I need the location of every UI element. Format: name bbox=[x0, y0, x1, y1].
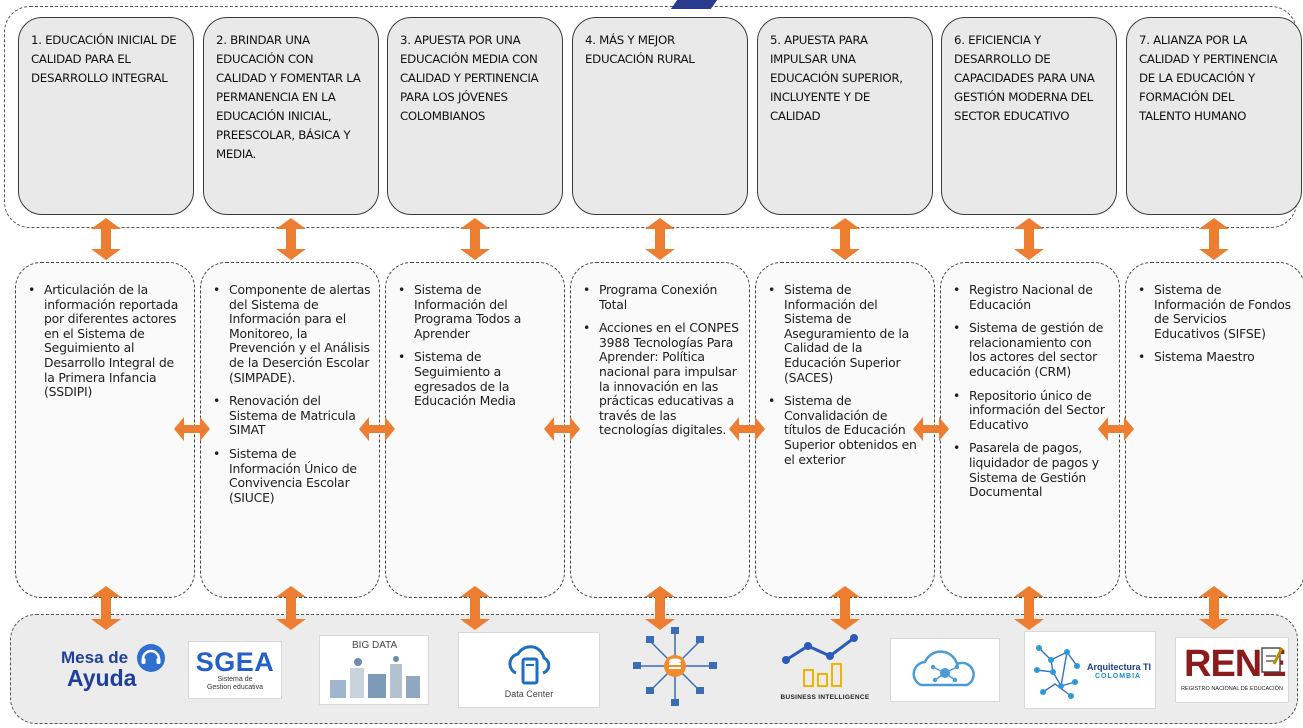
systems-box-3: Sistema de Información del Programa Todo… bbox=[385, 262, 565, 598]
corner-decoration bbox=[670, 0, 718, 9]
vertical-arrow-top-7 bbox=[1199, 218, 1229, 260]
system-item: Sistema Maestro bbox=[1134, 350, 1296, 365]
systems-box-4: Programa Conexión Total Acciones en el C… bbox=[570, 262, 750, 598]
system-item: Sistema de gestión de relacionamiento co… bbox=[949, 320, 1111, 379]
horizontal-arrow-1 bbox=[174, 417, 210, 441]
vertical-arrow-bottom-1 bbox=[91, 586, 121, 630]
vertical-arrow-bottom-6 bbox=[1014, 586, 1044, 630]
horizontal-arrow-3 bbox=[544, 417, 580, 441]
pillar-box-4: 4. Más y mejor educación rural bbox=[572, 17, 748, 215]
database-hub-logo bbox=[620, 627, 730, 706]
cloud-network-logo bbox=[888, 632, 1002, 708]
vertical-arrow-bottom-2 bbox=[276, 586, 306, 630]
arq-line1: Arquitectura TI bbox=[1087, 662, 1152, 672]
systems-box-7: Sistema de Información de Fondos de Serv… bbox=[1125, 262, 1303, 598]
systems-box-6: Registro Nacional de Educación Sistema d… bbox=[940, 262, 1120, 598]
system-item: Sistema de Información de Fondos de Serv… bbox=[1134, 282, 1296, 341]
system-item: Sistema de Seguimiento a egresados de la… bbox=[394, 350, 556, 408]
system-item: Pasarela de pagos, liquidador de pagos y… bbox=[949, 440, 1111, 499]
pillar-box-3: 3. Apuesta por una educación media con c… bbox=[387, 17, 563, 215]
vertical-arrow-top-6 bbox=[1014, 218, 1044, 260]
rene-logo: RENE REGISTRO NACIONAL DE EDUCACIÓN bbox=[1174, 632, 1290, 708]
vertical-arrow-bottom-7 bbox=[1199, 586, 1229, 630]
horizontal-arrow-4 bbox=[729, 417, 765, 441]
system-item: Sistema de Información del Sistema de As… bbox=[764, 282, 926, 385]
pillar-box-1: 1. Educación inicial de calidad para el … bbox=[18, 17, 194, 215]
system-item: Articulación de la información reportada… bbox=[24, 282, 186, 400]
systems-box-5: Sistema de Información del Sistema de As… bbox=[755, 262, 935, 598]
arq-line2: COLOMBIA bbox=[1095, 673, 1142, 680]
sgea-title: SGEA bbox=[195, 647, 275, 677]
cloud-network-icon bbox=[912, 650, 975, 687]
vertical-arrow-bottom-3 bbox=[460, 586, 490, 630]
sgea-subtitle: Sistema de Gestion educativa bbox=[206, 676, 264, 691]
document-pencil-icon bbox=[1261, 647, 1284, 673]
business-intelligence-logo: BUSINESS INTELLIGENCE bbox=[766, 632, 884, 708]
data-center-logo: Data Center bbox=[458, 632, 600, 708]
headset-icon bbox=[137, 644, 165, 672]
system-item: Sistema de Convalidación de títulos de E… bbox=[764, 393, 926, 467]
vertical-arrow-top-4 bbox=[645, 218, 675, 260]
big-data-logo: BIG DATA bbox=[318, 632, 430, 708]
vertical-arrow-bottom-5 bbox=[830, 586, 860, 630]
system-item: Registro Nacional de Educación bbox=[949, 282, 1111, 312]
system-item: Repositorio único de información del Sec… bbox=[949, 388, 1111, 433]
bi-label: BUSINESS INTELLIGENCE bbox=[780, 694, 870, 701]
system-item: Programa Conexión Total bbox=[579, 282, 741, 312]
mesa-line2: Ayuda bbox=[67, 665, 137, 691]
big-data-label: BIG DATA bbox=[352, 640, 398, 651]
rene-subtitle: REGISTRO NACIONAL DE EDUCACIÓN bbox=[1181, 686, 1283, 692]
vertical-arrow-top-1 bbox=[91, 218, 121, 260]
system-item: Sistema de Información del Programa Todo… bbox=[394, 282, 556, 341]
pillar-box-2: 2. Brindar una educación con calidad y f… bbox=[203, 17, 379, 215]
vertical-arrow-top-3 bbox=[460, 218, 490, 260]
data-center-label: Data Center bbox=[504, 689, 554, 699]
systems-box-2: Componente de alertas del Sistema de Inf… bbox=[200, 262, 380, 598]
mesa-line1: Mesa de bbox=[61, 648, 129, 667]
pillar-box-6: 6. Eficiencia y desarrollo de capacidade… bbox=[941, 17, 1117, 215]
horizontal-arrow-6 bbox=[1098, 417, 1134, 441]
horizontal-arrow-2 bbox=[359, 417, 395, 441]
pillar-box-7: 7. Alianza por la calidad y pertinencia … bbox=[1126, 17, 1302, 215]
pillar-box-5: 5. Apuesta para impulsar una educación s… bbox=[757, 17, 933, 215]
horizontal-arrow-5 bbox=[913, 417, 949, 441]
database-network-icon bbox=[633, 627, 717, 706]
system-item: Acciones en el CONPES 3988 Tecnologías P… bbox=[579, 320, 741, 438]
big-data-illustration-icon bbox=[330, 656, 420, 698]
vertical-arrow-bottom-4 bbox=[645, 586, 675, 630]
mesa-de-ayuda-logo: Mesa de Ayuda bbox=[40, 632, 180, 708]
systems-box-1: Articulación de la información reportada… bbox=[15, 262, 195, 598]
system-item: Renovación del Sistema de Matricula SIMA… bbox=[209, 393, 371, 438]
circuit-network-icon bbox=[1034, 645, 1080, 699]
trend-chart-icon bbox=[782, 634, 858, 687]
sgea-logo: SGEA Sistema de Gestion educativa bbox=[185, 632, 285, 708]
vertical-arrow-top-5 bbox=[830, 218, 860, 260]
vertical-arrow-top-2 bbox=[276, 218, 306, 260]
system-item: Sistema de Información Único de Conviven… bbox=[209, 446, 371, 505]
system-item: Componente de alertas del Sistema de Inf… bbox=[209, 282, 371, 385]
cloud-server-icon bbox=[508, 645, 551, 685]
arquitectura-ti-logo: Arquitectura TI COLOMBIA bbox=[1024, 631, 1156, 709]
